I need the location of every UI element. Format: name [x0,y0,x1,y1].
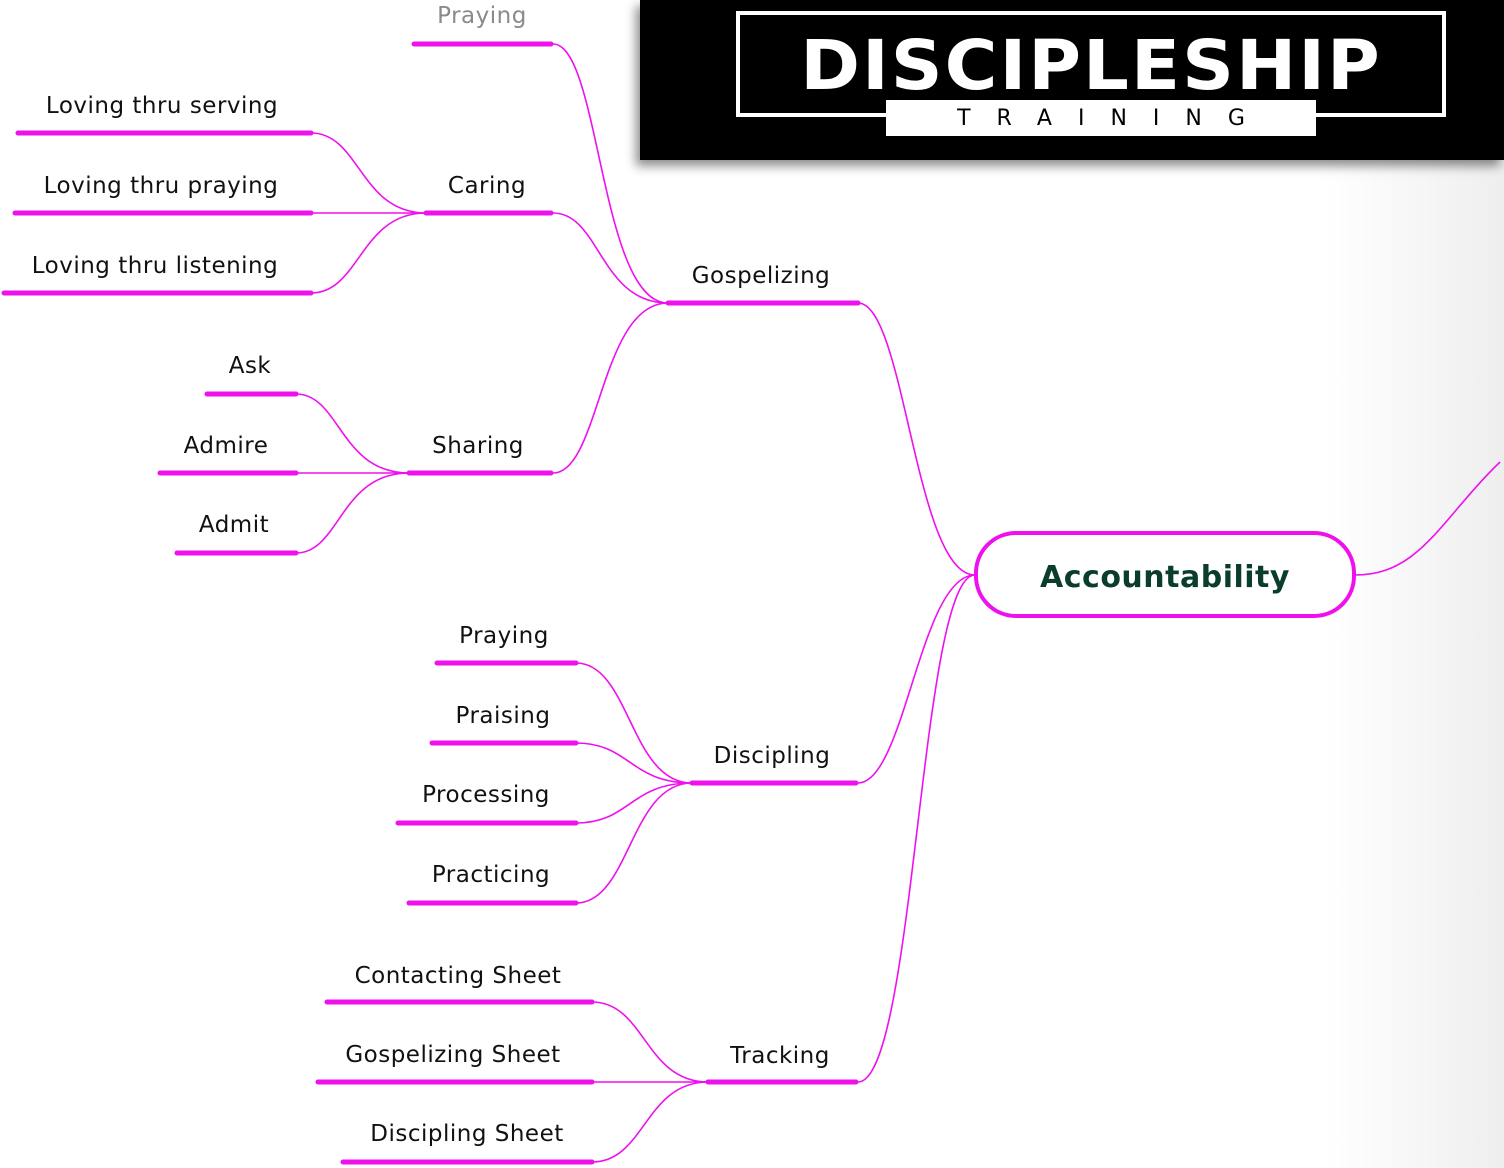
node-label: Discipling Sheet [370,1121,563,1147]
node-discipling-praying[interactable]: Praying [434,623,579,666]
node-label: Processing [422,782,550,808]
node-label: Practicing [432,862,550,888]
link-root-tracking [857,574,976,1083]
link-root-gospelizing [857,302,976,576]
root-label: Accountability [1040,560,1290,595]
discipleship-training-logo: DISCIPLESHIP TRAINING [640,0,1504,160]
link-tracking-contacting [591,1001,709,1083]
link-gospelizing-sharing [552,302,669,474]
node-sharing[interactable]: Sharing [406,433,554,476]
node-label: Loving thru serving [46,93,278,119]
link-caring-listening [310,212,427,294]
link-gospelizing-caring [552,212,669,304]
node-discipling[interactable]: Discipling [689,743,859,786]
node-label: Loving thru listening [32,253,279,279]
node-label: Gospelizing [692,263,831,289]
node-tracking[interactable]: Tracking [705,1043,859,1085]
node-label: Discipling [714,743,831,769]
node-label: Admire [184,433,269,459]
link-caring-serving [310,132,427,214]
node-discipling-sheet[interactable]: Discipling Sheet [340,1121,595,1165]
node-label: Contacting Sheet [355,963,562,989]
node-ask[interactable]: Ask [204,353,299,397]
connector-lines [295,43,1501,1163]
node-label: Praying [459,623,549,649]
node-gospelizing[interactable]: Gospelizing [665,263,861,306]
node-practicing[interactable]: Practicing [406,862,579,906]
node-label: Loving thru praying [44,173,279,199]
node-gospelizing-praying[interactable]: Praying [411,3,554,47]
node-label: Sharing [432,433,524,459]
node-loving-thru-serving[interactable]: Loving thru serving [15,93,314,136]
root-node[interactable]: Accountability [974,531,1356,618]
logo-subtitle: TRAINING [886,100,1316,136]
link-discipling-practicing [575,782,693,904]
link-sharing-ask [295,393,410,474]
link-discipling-praising [575,742,693,784]
node-admire[interactable]: Admire [157,433,299,476]
link-discipling-praying [575,662,693,784]
node-label: Praising [456,703,551,729]
link-root-offscreen [1354,461,1501,576]
node-label: Admit [199,512,269,538]
node-loving-thru-listening[interactable]: Loving thru listening [1,253,314,296]
node-label: Gospelizing Sheet [345,1042,560,1068]
node-admit[interactable]: Admit [174,512,299,556]
link-root-discipling [857,574,976,784]
node-label: Ask [229,353,272,379]
link-gospelizing-praying [552,43,669,304]
link-discipling-processing [575,782,693,824]
node-gospelizing-sheet[interactable]: Gospelizing Sheet [315,1042,595,1085]
node-label: Caring [448,173,526,199]
link-sharing-admit [295,472,410,554]
link-tracking-discipling [591,1081,709,1163]
node-loving-thru-praying[interactable]: Loving thru praying [12,173,314,216]
node-processing[interactable]: Processing [395,782,579,826]
node-praising[interactable]: Praising [429,703,579,746]
node-label: Tracking [729,1043,830,1069]
node-caring[interactable]: Caring [423,173,554,216]
logo-title: DISCIPLESHIP [800,25,1382,105]
node-label: Praying [437,3,527,29]
node-contacting-sheet[interactable]: Contacting Sheet [324,963,595,1005]
